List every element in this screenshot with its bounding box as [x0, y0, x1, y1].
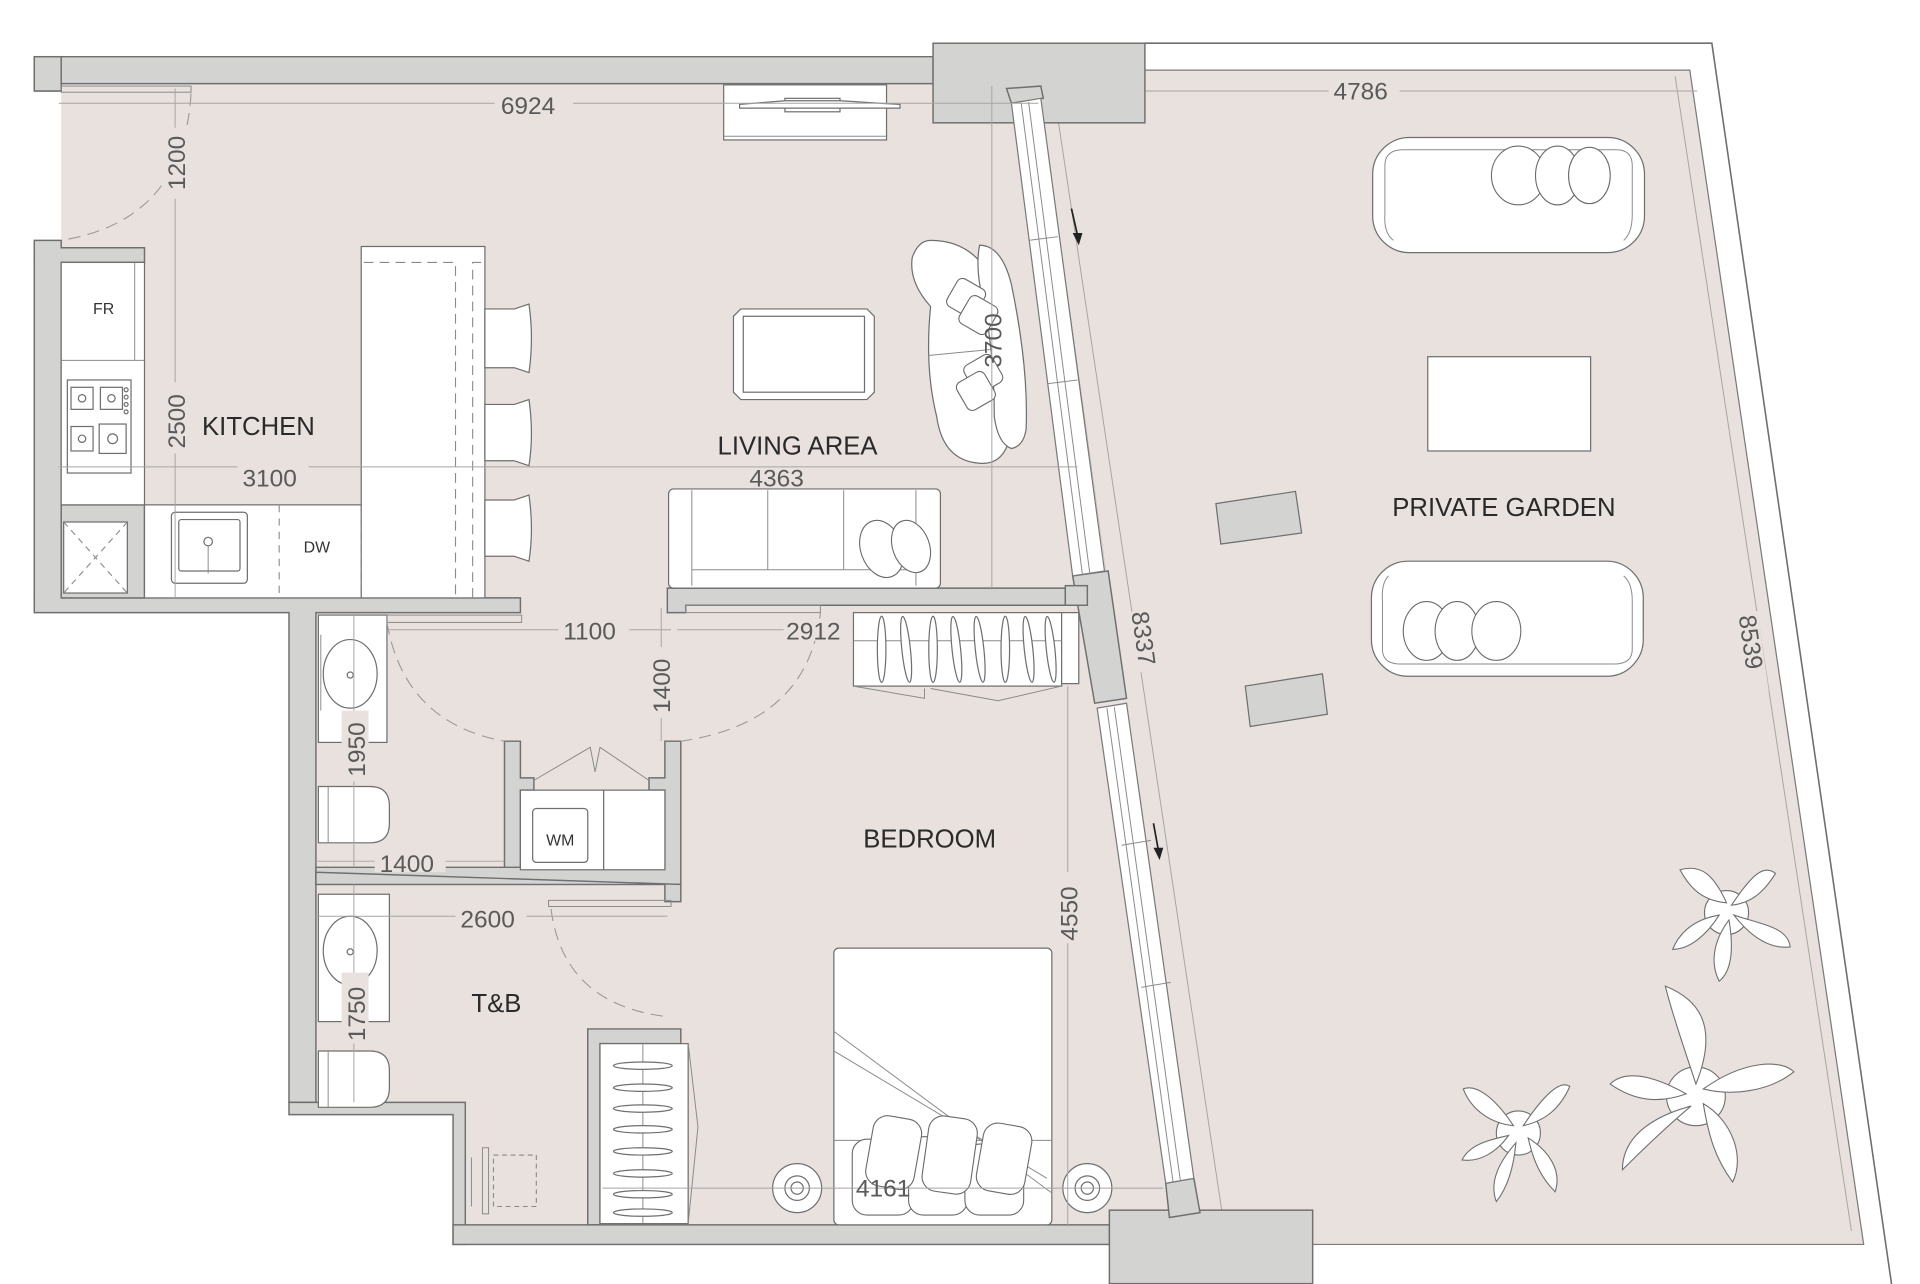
dim-hall-width: 1100: [563, 619, 616, 646]
garden-outer-boundary: [1144, 42, 1893, 1284]
dim-bath2-width: 2600: [460, 906, 514, 933]
potted-plant-icon: [1609, 985, 1795, 1184]
sliding-direction-arrow: [1070, 208, 1164, 860]
room-label-living: LIVING AREA: [718, 433, 879, 461]
bar-stool: [484, 494, 533, 562]
dim-bedroom-width: 4161: [856, 1176, 910, 1203]
potted-plant-icon: [1671, 867, 1791, 983]
living-area: [667, 84, 1028, 589]
dim-living-width: 4363: [749, 465, 803, 492]
kitchen-island: [360, 245, 533, 599]
coffee-table: [732, 308, 875, 401]
glass-wall: [1010, 97, 1195, 1184]
dim-wardrobe-width: 2912: [786, 619, 840, 646]
dim-top-width: 6924: [501, 93, 555, 120]
bedroom-wardrobe: [599, 1043, 699, 1225]
potted-plant-icon: [1461, 1084, 1571, 1203]
washing-machine-label: WM: [546, 832, 574, 849]
room-label-tb: T&B: [471, 990, 521, 1018]
bar-stool: [484, 303, 533, 374]
dim-bath1-width: 1400: [380, 851, 434, 878]
dim-garden-width: 4786: [1333, 79, 1387, 106]
garden-stool: [1244, 673, 1329, 728]
hob-icon: [66, 379, 132, 474]
garden-table: [1427, 356, 1592, 452]
dim-bedroom-depth: 4550: [1057, 886, 1084, 940]
outdoor-sofa: [1372, 136, 1646, 254]
room-label-garden: PRIVATE GARDEN: [1392, 494, 1615, 522]
dim-hall-depth: 1400: [649, 659, 676, 713]
dim-bath1-depth: 1950: [344, 722, 371, 776]
dim-kitchen-depth: 2500: [164, 394, 191, 448]
outdoor-sofa: [1370, 560, 1644, 677]
room-label-kitchen: KITCHEN: [202, 413, 315, 441]
bedroom: [599, 947, 1113, 1226]
kitchen: FR DW: [60, 85, 533, 599]
tv-unit: [723, 84, 901, 141]
dim-kitchen-width: 3100: [242, 465, 296, 492]
wardrobe: [852, 611, 1080, 702]
dim-living-depth: 3700: [981, 313, 1008, 367]
room-label-bedroom: BEDROOM: [863, 826, 996, 854]
bed: [833, 947, 1053, 1226]
curved-sofa: [911, 239, 1028, 464]
fridge-label: FR: [93, 301, 114, 318]
garden-furniture: [1215, 136, 1646, 728]
dishwasher-label: DW: [304, 540, 331, 557]
bar-stool: [484, 398, 533, 467]
dimension-labels: 6924 4786 1200 2500 3100 4363 3700 1100 …: [161, 79, 1769, 1203]
dim-entry-depth: 1200: [164, 136, 191, 190]
dim-bath2-depth: 1750: [344, 987, 371, 1041]
room-labels: KITCHEN LIVING AREA BEDROOM T&B PRIVATE …: [202, 413, 1615, 1018]
walls: [33, 42, 1314, 1284]
dimension-lines: [58, 86, 1164, 1225]
sofa: [667, 488, 942, 589]
shaft-icon: [63, 521, 128, 594]
garden-stool: [1215, 490, 1303, 545]
